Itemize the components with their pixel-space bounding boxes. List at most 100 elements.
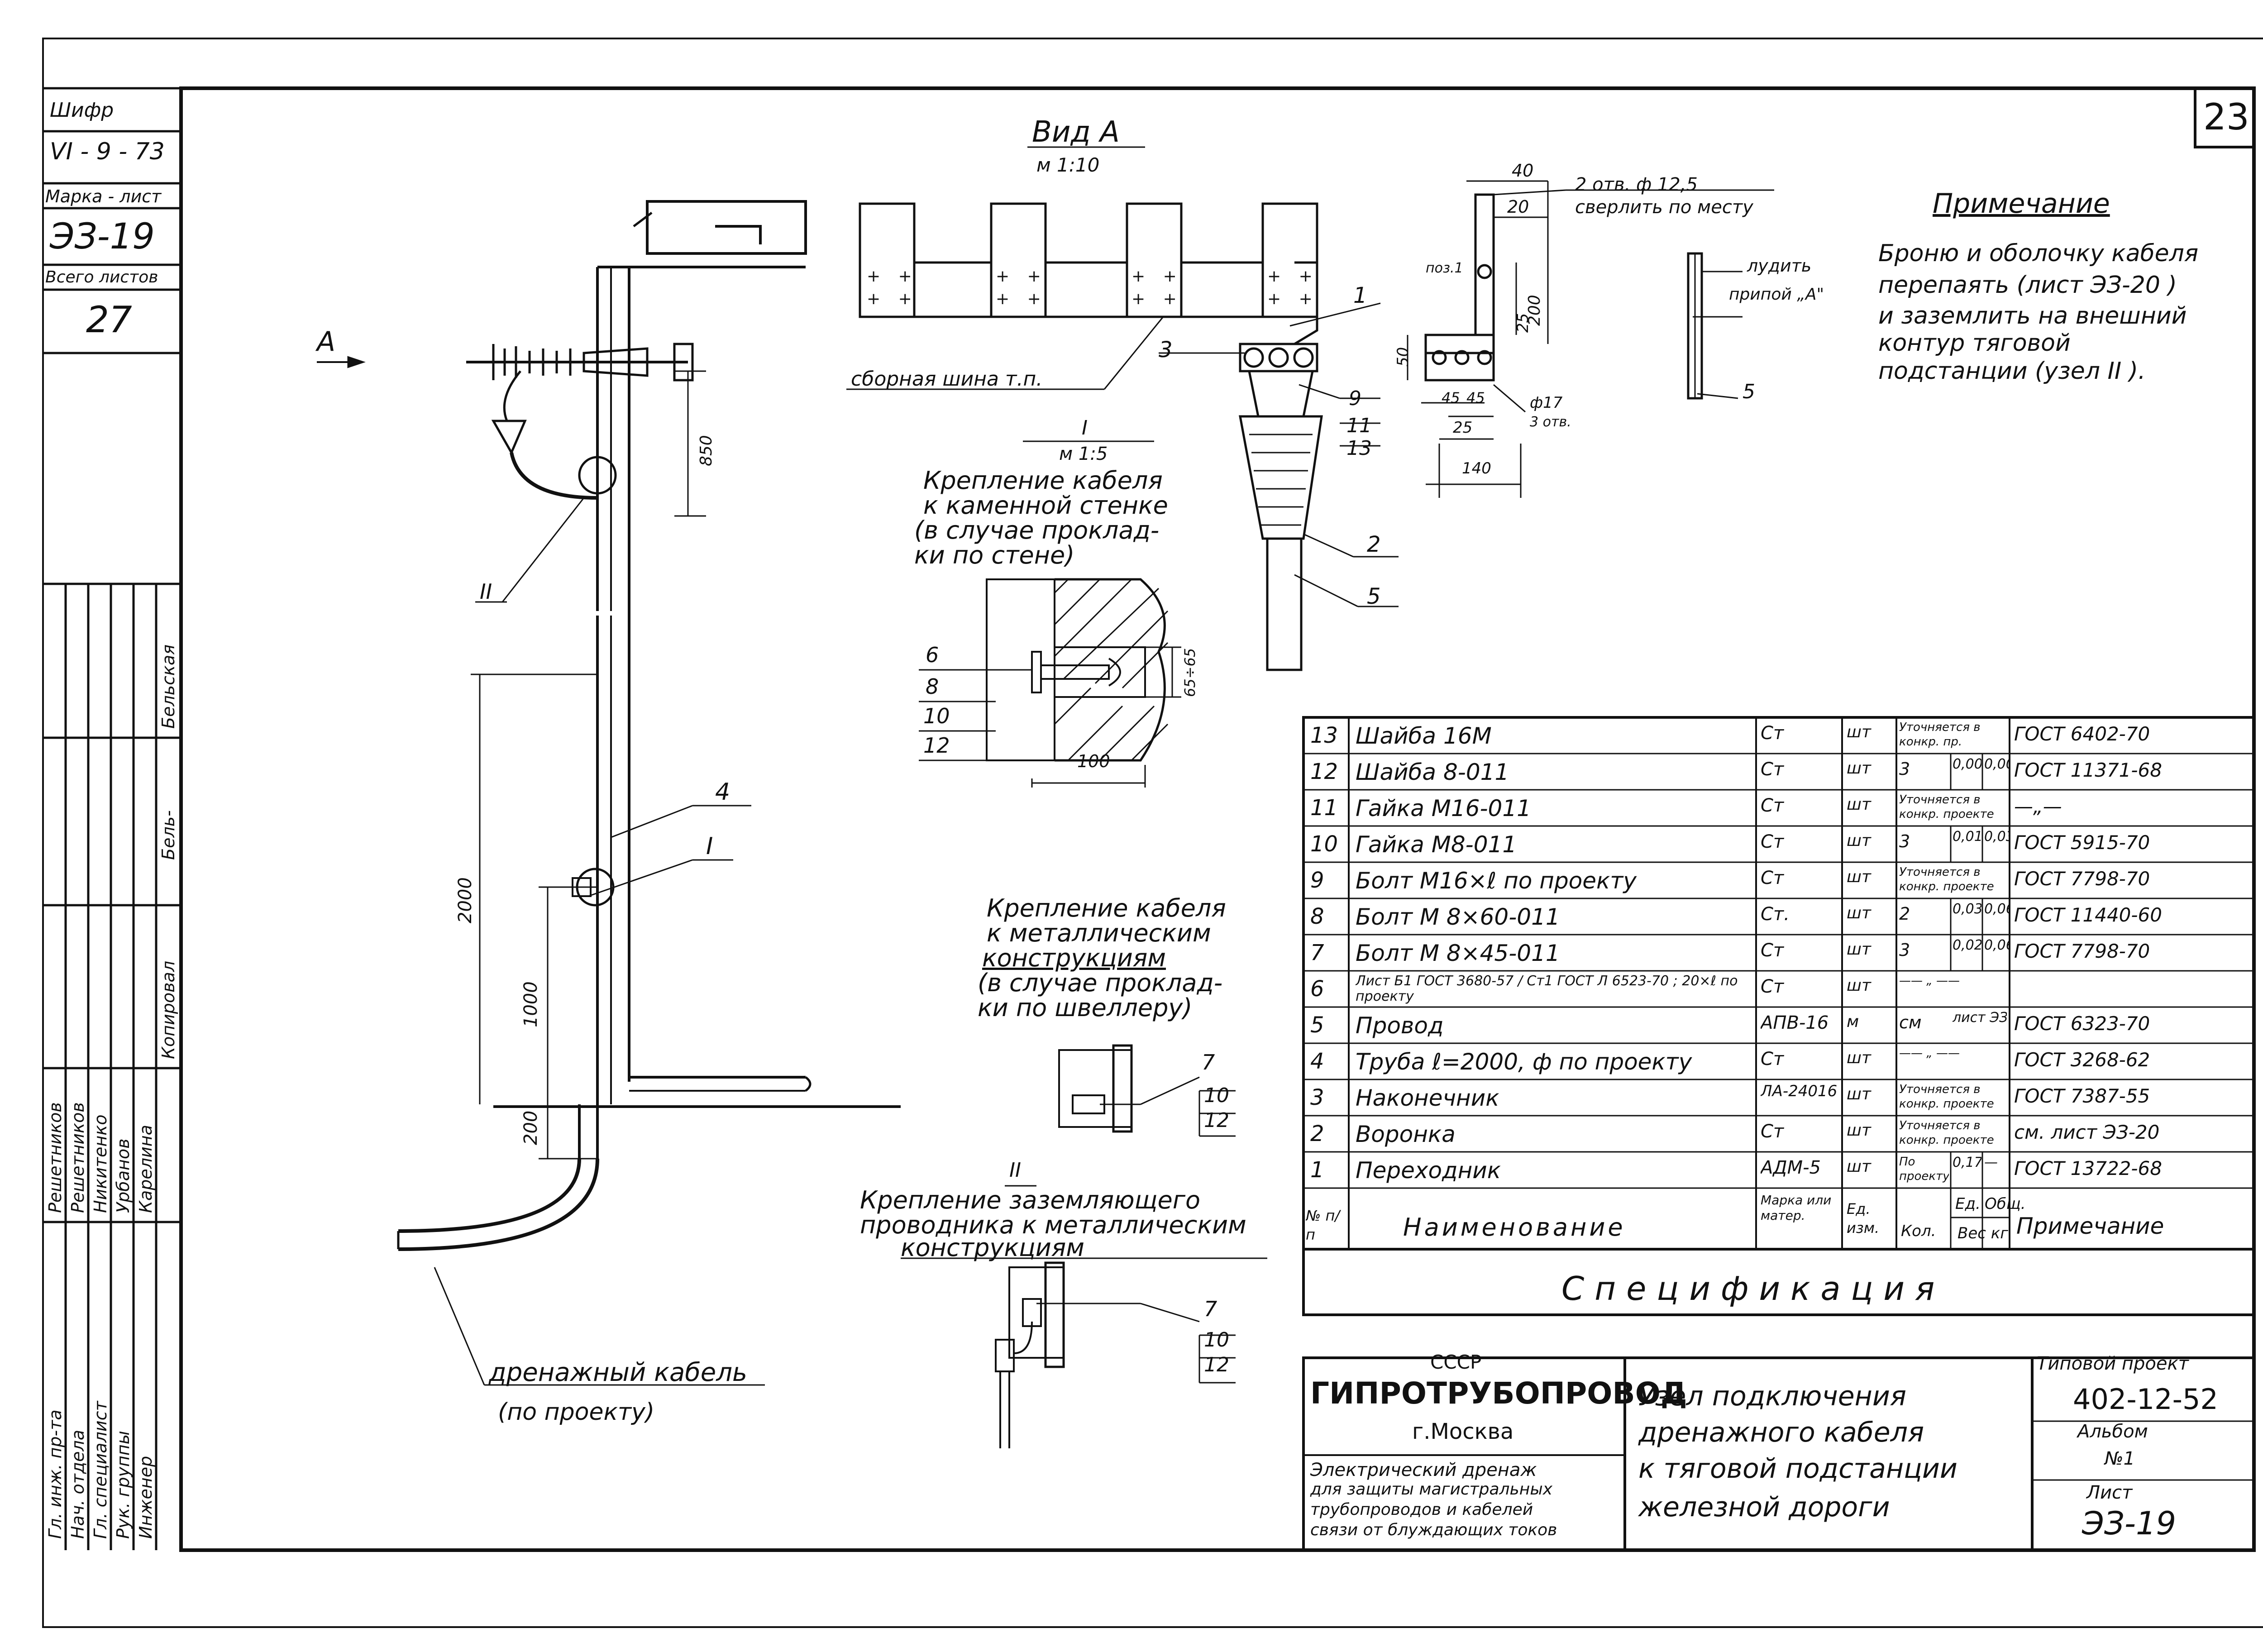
detail-i-callout: 12: [923, 733, 950, 758]
spec-cell-qty: Уточняется в конкр. проекте: [1899, 793, 1994, 821]
tin-note-2: припой „А": [1729, 285, 1824, 304]
subject-line: Электрический дренаж: [1310, 1460, 1537, 1480]
spec-cell-qty: —— „ ——: [1899, 974, 1960, 988]
stamp-role: Гл. инж. пр-та: [45, 1409, 65, 1539]
spec-cell-w1: 0,012: [1953, 829, 1981, 845]
cipher-label: Шифр: [50, 99, 114, 122]
bracket-dim-50: 50: [1394, 347, 1412, 367]
view-a-bolt-marks: + +: [1267, 290, 1319, 308]
spec-cell-n: 2: [1310, 1121, 1324, 1146]
spec-cell-name: Шайба 16М: [1356, 723, 1492, 749]
drawing-title-line: железной дороги: [1638, 1491, 1890, 1523]
album-value: №1: [2105, 1448, 2135, 1469]
stamp-name: Урбанов: [113, 1138, 133, 1213]
org-name: ГИПРОТРУБОПРОВОД: [1310, 1376, 1687, 1411]
bracket-dim-25: 25: [1514, 313, 1532, 333]
spec-cell-mat: ЛА-24016: [1761, 1082, 1838, 1100]
total-label: Всего листов: [45, 268, 158, 286]
spec-cell-mat: Ст.: [1761, 904, 1790, 925]
detail-ii-callout: 10: [1204, 1328, 1229, 1351]
stamp-name: Карелина: [136, 1125, 156, 1213]
spec-cell-w1: 0,175: [1953, 1155, 1981, 1170]
spec-cell-unit: шт: [1847, 759, 1871, 778]
spec-cell-qty: 3: [1899, 831, 1910, 851]
album-label: Альбом: [2077, 1421, 2148, 1442]
spec-cell-name: Воронка: [1356, 1121, 1456, 1147]
arrow-a-label: А: [317, 326, 336, 358]
spec-header-w2: Общ.: [1985, 1195, 2026, 1213]
detail-i-header: I: [1082, 416, 1088, 439]
spec-cell-n: 8: [1310, 904, 1324, 929]
dim-200: 200: [520, 1110, 541, 1145]
spec-cell-unit: шт: [1847, 1085, 1871, 1103]
view-a-bolt-marks: + +: [996, 290, 1047, 308]
subject-line: для защиты магистральных: [1310, 1480, 1553, 1499]
detail-i-callout: 10: [923, 704, 950, 728]
dim-1000: 1000: [520, 981, 541, 1027]
spec-cell-unit: шт: [1847, 940, 1871, 959]
detail-i-line: Крепление кабеля: [923, 466, 1163, 495]
spec-cell-name: Болт М 8×45-011: [1356, 940, 1560, 966]
spec-cell-unit: шт: [1847, 1121, 1871, 1140]
spec-cell-qty: Уточняется в конкр. проекте: [1899, 865, 1994, 893]
spec-cell-w2: 0,06: [1984, 901, 2009, 917]
bracket-dim-45a: 45: [1442, 389, 1460, 406]
sheet-label: Лист: [2086, 1482, 2133, 1503]
spec-title: С п е ц и ф и к а ц и я: [1561, 1270, 1935, 1308]
stamp-name: Решетников: [68, 1102, 88, 1213]
spec-cell-note: ГОСТ 7798-70: [2014, 868, 2150, 890]
spec-cell-mat: Ст: [1761, 1121, 1784, 1142]
subject-line: трубопроводов и кабелей: [1310, 1500, 1533, 1519]
spec-cell-note: ГОСТ 7798-70: [2014, 940, 2150, 962]
spec-header-weight: Вес кг: [1957, 1224, 2009, 1242]
hole-17: ф17: [1530, 394, 1563, 412]
detail-metal-callout: 10: [1204, 1084, 1229, 1107]
spec-cell-unit: шт: [1847, 831, 1871, 850]
spec-cell-n: 4: [1310, 1049, 1324, 1074]
drain-cable-note: (по проекту): [498, 1399, 655, 1426]
stamp-name: Никитенко: [91, 1114, 110, 1213]
bracket-dim-40: 40: [1512, 161, 1534, 181]
spec-cell-name: Лист Б1 ГОСТ 3680-57 / Ст1 ГОСТ Л 6523-7…: [1356, 974, 1738, 1004]
stamp-side-label: Копировал: [158, 960, 178, 1059]
spec-cell-name: Наконечник: [1356, 1085, 1499, 1111]
spec-cell-w2: —: [1984, 1155, 1998, 1170]
spec-cell-qty: 3: [1899, 940, 1910, 960]
page-number: 23: [2203, 96, 2249, 138]
view-a-scale: м 1:10: [1036, 154, 1100, 176]
project-label: Типовой проект: [2037, 1353, 2189, 1374]
spec-cell-note: см. лист ЭЗ-20: [2014, 1121, 2160, 1143]
spec-cell-note: ГОСТ 13722-68: [2014, 1157, 2162, 1179]
callout-II: II: [480, 579, 492, 604]
spec-cell-qty: —— „ ——: [1899, 1046, 1960, 1060]
mark-value: ЭЗ-19: [50, 216, 155, 257]
spec-header-num: № п/п: [1306, 1207, 1340, 1243]
detail-i-scale: м 1:5: [1059, 444, 1108, 464]
spec-cell-w1: 0,02: [1953, 937, 1981, 953]
holes-note-1: 2 отв. ф 12,5: [1575, 174, 1698, 195]
spec-cell-name: Гайка М16-011: [1356, 795, 1531, 821]
detail-ii-line: Крепление заземляющего: [860, 1186, 1201, 1214]
spec-cell-unit: шт: [1847, 904, 1871, 922]
detail-metal-callout: 7: [1202, 1050, 1215, 1074]
spec-cell-n: 11: [1310, 795, 1338, 821]
spec-header-w1: Ед.: [1955, 1195, 1981, 1213]
spec-cell-mat: Ст: [1761, 759, 1784, 780]
stamp-name: Решетников: [45, 1102, 65, 1213]
spec-cell-unit: шт: [1847, 1049, 1871, 1067]
spec-cell-n: 13: [1310, 723, 1338, 748]
drawing-title-line: дренажного кабеля: [1638, 1417, 1924, 1448]
spec-cell-w2: 0,036: [1984, 829, 2009, 845]
spec-cell-mat: Ст: [1761, 868, 1784, 888]
drain-cable-label: дренажный кабель: [489, 1358, 748, 1387]
spec-cell-qty: Уточняется в конкр. проекте: [1899, 1119, 1994, 1147]
stamp-side-label: Бельская: [158, 644, 178, 729]
dim-850: 850: [697, 435, 716, 466]
sheet-value: ЭЗ-19: [2082, 1505, 2177, 1542]
spec-cell-note: —„—: [2014, 795, 2062, 817]
spec-cell-unit: шт: [1847, 795, 1871, 814]
spec-cell-w1: 0,03: [1953, 901, 1981, 917]
callout-4: 4: [715, 778, 730, 806]
callout-1: 1: [1353, 283, 1367, 308]
